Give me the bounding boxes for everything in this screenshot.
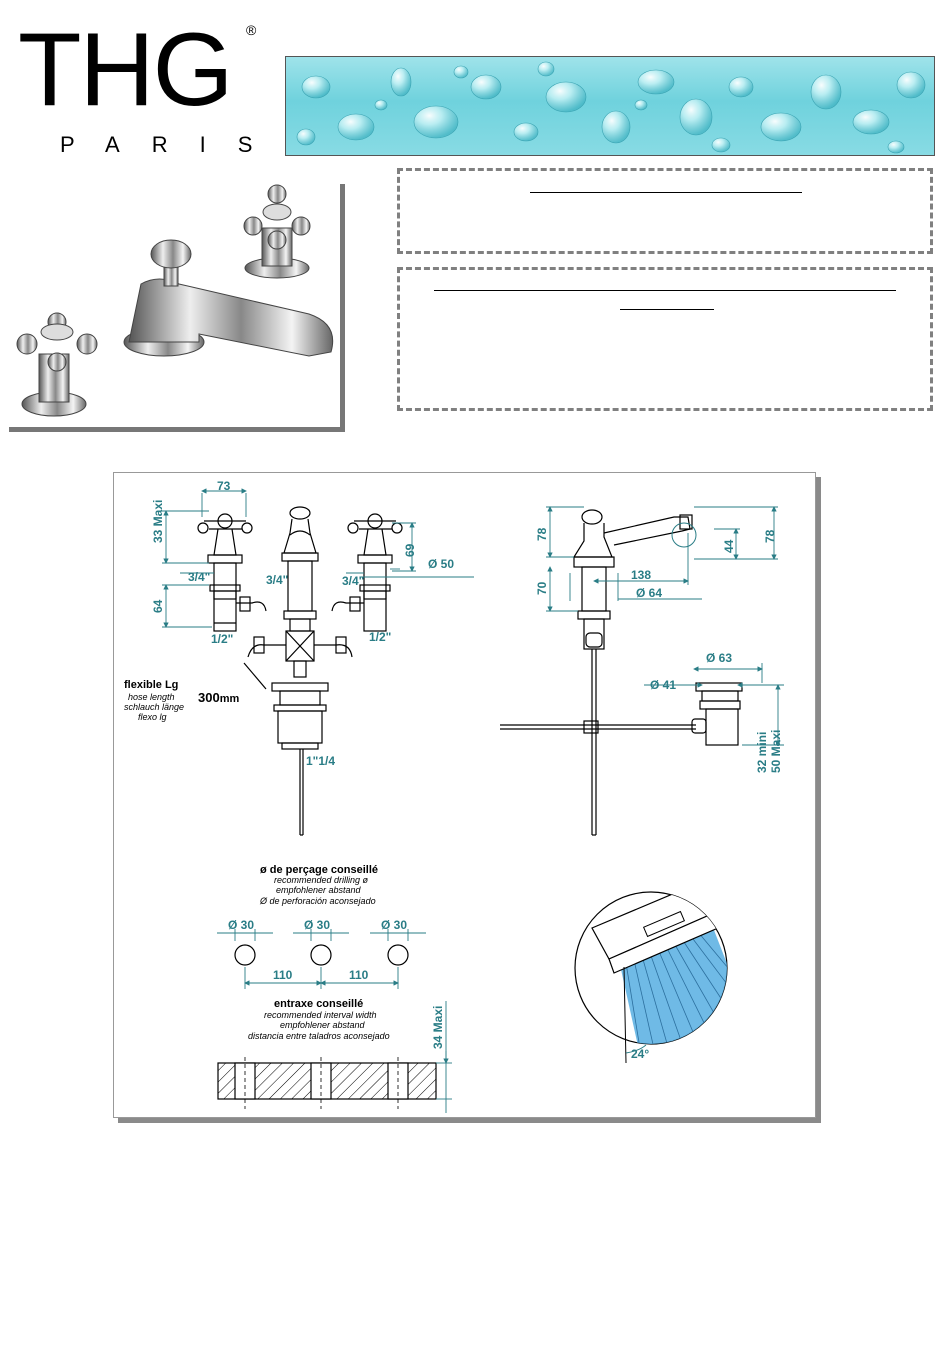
- drill-holes: [234, 944, 409, 966]
- dim-hole-1: Ø 30: [228, 918, 254, 932]
- drilling-de: empfohlener abstand: [276, 885, 362, 895]
- dim-inlet-left: 1/2": [211, 632, 233, 646]
- dim-body-base-height: 70: [535, 581, 549, 595]
- side-dimensions: [546, 506, 784, 746]
- dim-hole-2: Ø 30: [304, 918, 330, 932]
- dim-waste-thread: 1"1/4: [306, 754, 335, 768]
- hose-title: flexible Lg: [124, 679, 178, 691]
- right-cross-handle: [243, 184, 311, 279]
- product-photo: [9, 184, 345, 432]
- info-box-bottom-rule-1: [434, 290, 896, 291]
- info-box-bottom-rule-2: [620, 309, 714, 310]
- drill-dimensions: [217, 929, 426, 989]
- left-cross-handle: [16, 312, 98, 417]
- spout: [123, 239, 334, 357]
- dim-lower-height: 64: [151, 599, 165, 613]
- dim-waste-min: 32 mini: [755, 732, 769, 773]
- registered-mark: ®: [246, 22, 257, 38]
- dim-head-height: 33 Maxi: [151, 500, 165, 543]
- interval-section: entraxe conseillé recommended interval w…: [248, 998, 390, 1041]
- water-drops-pattern: [296, 61, 926, 154]
- dim-waste-inner-diameter: Ø 41: [650, 678, 676, 692]
- dim-spout-height-left: 78: [535, 527, 549, 541]
- brand-city: PARIS: [60, 132, 285, 157]
- dim-thread-left: 3/4": [188, 570, 210, 584]
- dim-spout-base-diameter: Ø 64: [636, 586, 662, 600]
- dim-interval-max: 34 Maxi: [431, 1006, 445, 1049]
- dim-base-diameter: Ø 50: [428, 557, 454, 571]
- dim-top-width: 73: [217, 479, 231, 493]
- dim-waste-top-diameter: Ø 63: [706, 651, 732, 665]
- spray-detail: 24°: [574, 891, 728, 1064]
- water-drops-banner: [285, 56, 935, 156]
- drilling-en: recommended drilling ø: [274, 875, 369, 885]
- drilling-title: ø de perçage conseillé: [260, 864, 378, 876]
- brand-logo: THG: [18, 12, 234, 128]
- dim-inlet-right: 1/2": [369, 630, 391, 644]
- dim-spacing-1: 110: [273, 968, 293, 982]
- dim-spout-outlet: 44: [722, 539, 736, 553]
- dim-body-height: 69: [403, 543, 417, 557]
- dim-spout-reach: 138: [631, 568, 651, 582]
- front-dimension-labels: 73 33 Maxi 69 Ø 50 3/4" 3/4" 3/4" 64 1/2…: [151, 479, 454, 768]
- front-dimensions: [162, 488, 474, 628]
- drill-hole-2: [310, 944, 332, 966]
- interval-es: distancia entre taladros aconsejado: [248, 1031, 390, 1041]
- hose-es: flexo lg: [138, 712, 167, 722]
- drill-hole-3: [387, 944, 409, 966]
- dim-spray-angle: 24°: [631, 1047, 649, 1061]
- dim-hole-3: Ø 30: [381, 918, 407, 932]
- drill-dimension-labels: Ø 30 Ø 30 Ø 30 110 110: [228, 918, 407, 982]
- side-dimension-labels: 78 78 44 70 138 Ø 64 Ø 63 Ø 41 32 mini 5…: [535, 527, 783, 773]
- info-box-bottom: [397, 267, 933, 411]
- technical-drawing: 73 33 Maxi 69 Ø 50 3/4" 3/4" 3/4" 64 1/2…: [113, 472, 816, 1118]
- dim-waste-max: 50 Maxi: [769, 730, 783, 773]
- dim-spacing-2: 110: [349, 968, 369, 982]
- hose-en: hose length: [128, 692, 175, 702]
- tap-set-illustration: [16, 184, 334, 417]
- drilling-es: Ø de perforación aconsejado: [259, 896, 376, 906]
- info-box-top: [397, 168, 933, 254]
- front-view: [197, 506, 403, 836]
- hose-value: 300mm: [198, 690, 239, 705]
- dim-spout-height-right: 78: [763, 529, 777, 543]
- spout-detail-circle: [671, 522, 697, 548]
- interval-title: entraxe conseillé: [274, 998, 363, 1010]
- hose-de: schlauch länge: [124, 702, 184, 712]
- countertop-section: [217, 1057, 437, 1109]
- info-box-top-rule: [530, 192, 802, 193]
- dim-thread-right: 3/4": [342, 574, 364, 588]
- hose-length-label: flexible Lg hose length schlauch länge f…: [124, 679, 239, 722]
- technical-drawing-svg: 73 33 Maxi 69 Ø 50 3/4" 3/4" 3/4" 64 1/2…: [124, 479, 784, 1113]
- interval-de: empfohlener abstand: [280, 1020, 366, 1030]
- interval-dimensions: [436, 1001, 452, 1113]
- drilling-section: ø de perçage conseillé recommended drill…: [259, 864, 378, 906]
- interval-en: recommended interval width: [264, 1010, 377, 1020]
- side-view: [500, 509, 743, 836]
- drill-hole-1: [234, 944, 256, 966]
- dim-thread-center: 3/4": [266, 573, 288, 587]
